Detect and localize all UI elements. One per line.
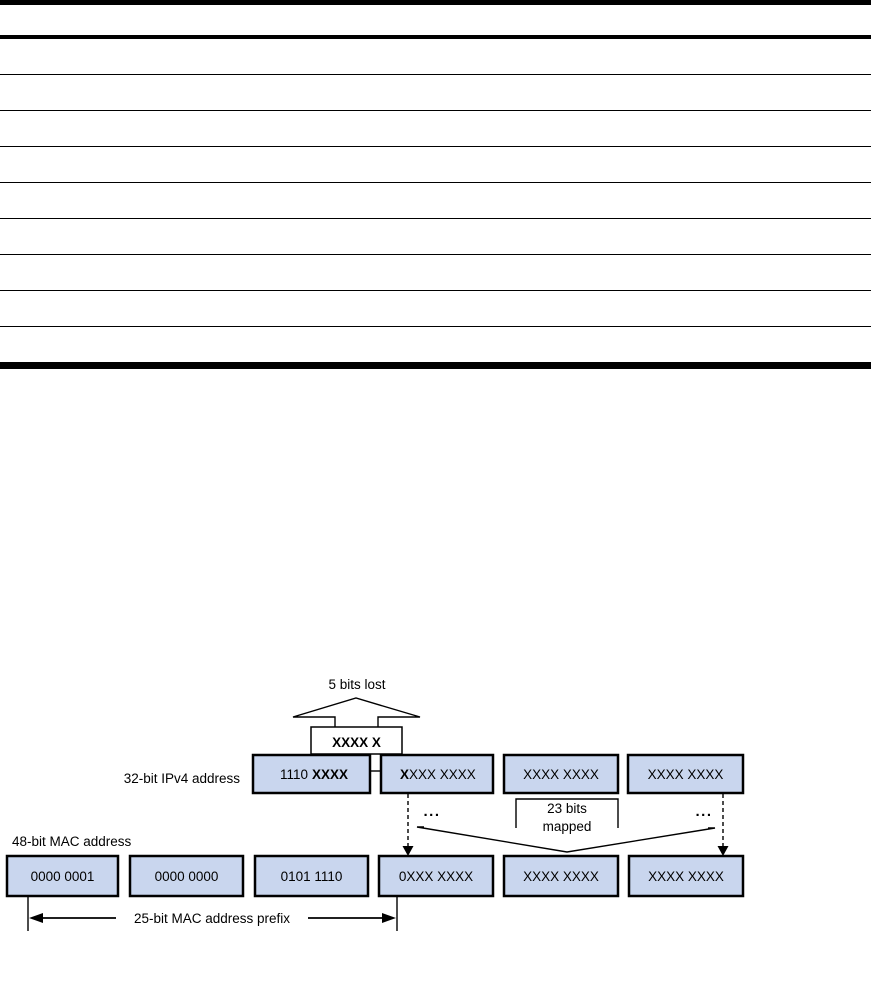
mac-octet3-text: 0101 1110 (281, 869, 343, 884)
mac-octet5-box (502, 854, 620, 898)
table-row (0, 255, 871, 291)
dashed-arrowhead-right-icon (717, 846, 729, 856)
empty-table (0, 0, 871, 369)
ipv4-octet4-box (626, 753, 745, 795)
mac-octet4-box (377, 854, 495, 898)
ipv4-octet1-suffix-text: XXXX (312, 767, 348, 782)
mac-octet6-box (627, 854, 745, 898)
table-body (0, 39, 871, 362)
mac-octet4-text: 0XXX XXXX (399, 869, 473, 884)
mac-octet1-text: 0000 0001 (31, 869, 95, 884)
lost-bits-box (310, 726, 403, 755)
table-row (0, 75, 871, 111)
ellipsis-right: ... (695, 803, 712, 820)
mapped-label-line2: mapped (543, 819, 592, 834)
table-row (0, 183, 871, 219)
ipv4-octet2-rest-text: XXX XXXX (409, 767, 476, 782)
table-row (0, 291, 871, 327)
ipv4-row-label: 32-bit IPv4 address (124, 771, 241, 786)
ipv4-octet1-prefix-text: 1110 (280, 767, 308, 782)
mac-octet1-box (5, 854, 120, 898)
mac-octet5-text: XXXX XXXX (523, 869, 599, 884)
five-bits-lost-label: 5 bits lost (328, 677, 385, 692)
ipv4-octet1-box (251, 753, 372, 795)
prefix-arrowhead-left-icon (29, 913, 43, 923)
lost-bits-text: XXXX X (332, 735, 381, 750)
ellipsis-left: ... (423, 803, 440, 820)
table-row (0, 147, 871, 183)
mac-octet6-text: XXXX XXXX (648, 869, 724, 884)
mapped-chevron (416, 826, 716, 853)
mapped-callout-box (515, 798, 619, 828)
table-header-row (0, 5, 871, 39)
up-arrow-icon (292, 697, 421, 727)
table-row (0, 219, 871, 255)
ipv4-octet3-text: XXXX XXXX (523, 767, 599, 782)
ipv4-octet4-text: XXXX XXXX (648, 767, 724, 782)
mac-octet2-text: 0000 0000 (155, 869, 219, 884)
dashed-arrowhead-left-icon (402, 846, 414, 856)
mapped-label-line1: 23 bits (547, 801, 587, 816)
table-row (0, 111, 871, 147)
mac-octet3-box (253, 854, 370, 898)
table-row (0, 39, 871, 75)
ipv4-octet2-firstbit-text: X (400, 767, 409, 782)
ipv4-octet2-box (379, 753, 495, 795)
ipv4-octet3-box (502, 753, 620, 795)
mac-octet2-box (128, 854, 245, 898)
prefix-arrowhead-right-icon (382, 913, 396, 923)
prefix-label: 25-bit MAC address prefix (134, 911, 290, 926)
mac-row-label: 48-bit MAC address (12, 834, 132, 849)
